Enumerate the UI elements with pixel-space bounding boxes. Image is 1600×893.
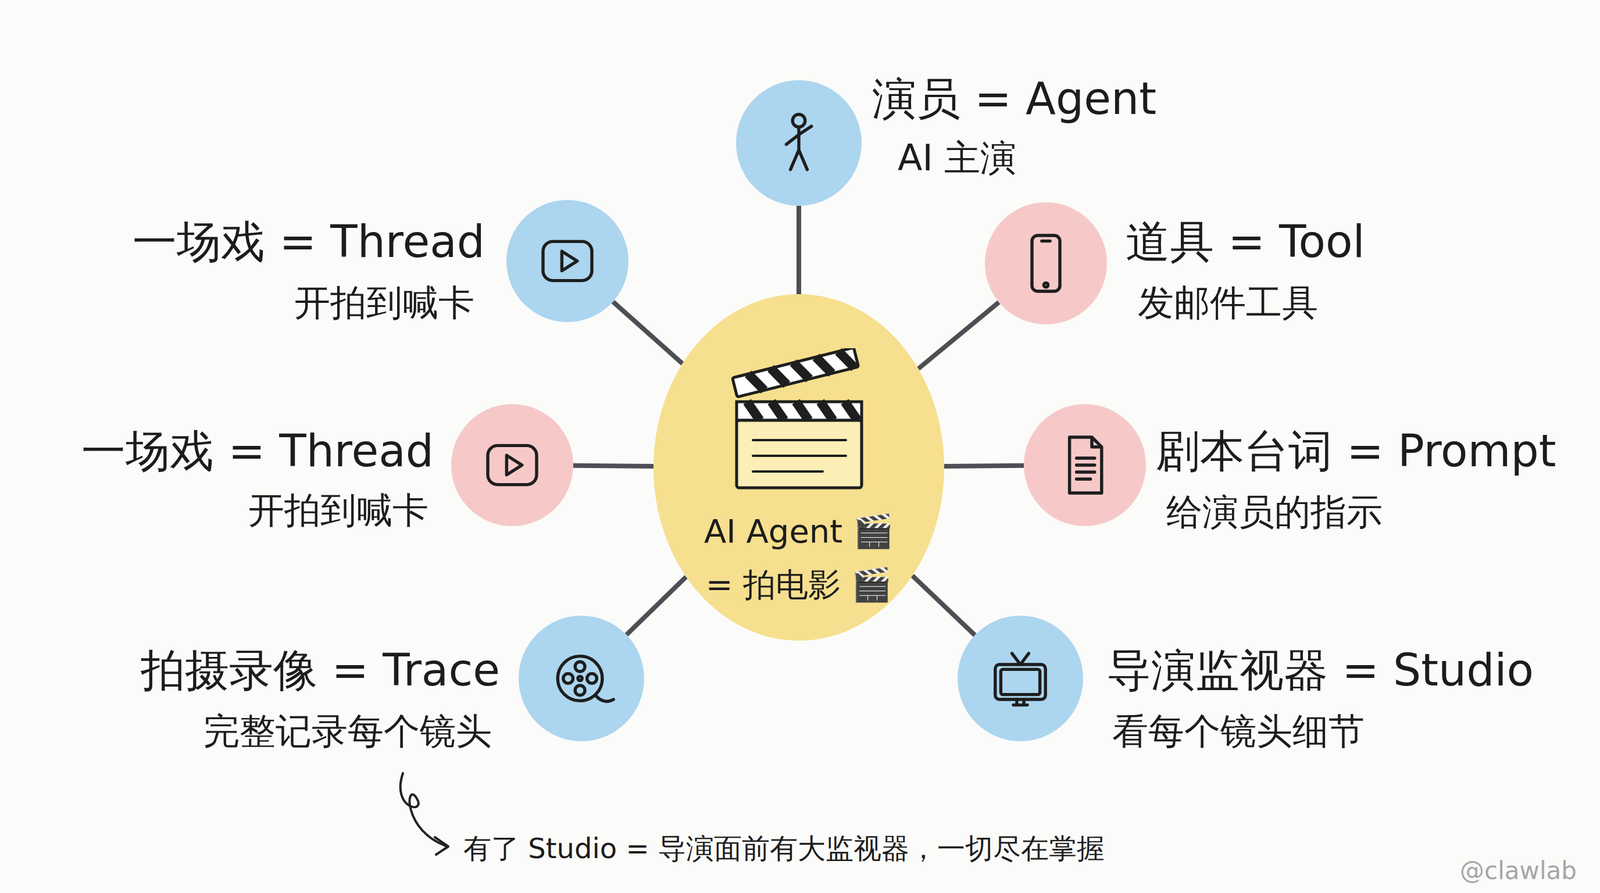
reel-icon [546, 643, 617, 714]
footnote: 有了 Studio = 导演面前有大监视器，一切尽在掌握 [463, 830, 1105, 868]
node-subtitle: 开拍到喊卡 [294, 281, 475, 325]
node-heading: 拍摄录像 = Trace [140, 643, 500, 697]
node-heading: 导演监视器 = Studio [1106, 643, 1534, 697]
center-title: AI Agent 🎬= 拍电影 🎬 [653, 504, 945, 612]
play-icon [477, 430, 548, 500]
node-heading: 演员 = Agent [872, 72, 1157, 125]
connector-line [626, 576, 687, 635]
person-icon [763, 108, 834, 178]
connector-line [944, 465, 1024, 467]
node-heading: 道具 = Tool [1125, 215, 1366, 269]
connector-line [612, 301, 682, 364]
phone-icon [1011, 228, 1081, 299]
connector-line [912, 575, 975, 635]
icon-circle: 演员 = AgentAI 主演 [736, 80, 862, 206]
node-heading: 剧本台词 = Prompt [1155, 424, 1557, 478]
tv-icon [985, 643, 1056, 714]
node-heading: 一场戏 = Thread [81, 424, 434, 478]
icon-circle: 拍摄录像 = Trace完整记录每个镜头 [518, 615, 645, 742]
icon-circle: 一场戏 = Thread开拍到喊卡 [506, 200, 629, 323]
node-subtitle: AI 主演 [897, 136, 1017, 180]
watermark: @clawlab [1459, 856, 1577, 885]
connector-line [918, 302, 999, 369]
connector-line [798, 205, 800, 295]
node-heading: 一场戏 = Thread [132, 215, 485, 269]
icon-circle: 剧本台词 = Prompt给演员的指示 [1023, 404, 1146, 527]
node-subtitle: 开拍到喊卡 [248, 488, 429, 532]
doc-icon [1050, 430, 1120, 500]
icon-circle: 导演监视器 = Studio看每个镜头细节 [957, 615, 1084, 742]
icon-circle: 道具 = Tool发邮件工具 [984, 202, 1107, 325]
clapperboard-illustration [729, 348, 870, 494]
node-subtitle: 看每个镜头细节 [1112, 709, 1365, 753]
node-subtitle: 给演员的指示 [1166, 490, 1383, 534]
icon-circle: 一场戏 = Thread开拍到喊卡 [451, 404, 574, 527]
node-subtitle: 发邮件工具 [1137, 281, 1319, 325]
node-subtitle: 完整记录每个镜头 [203, 709, 492, 753]
play-icon [532, 226, 603, 296]
connector-line [573, 465, 654, 467]
center-ellipse: AI Agent 🎬= 拍电影 🎬 [653, 294, 945, 641]
